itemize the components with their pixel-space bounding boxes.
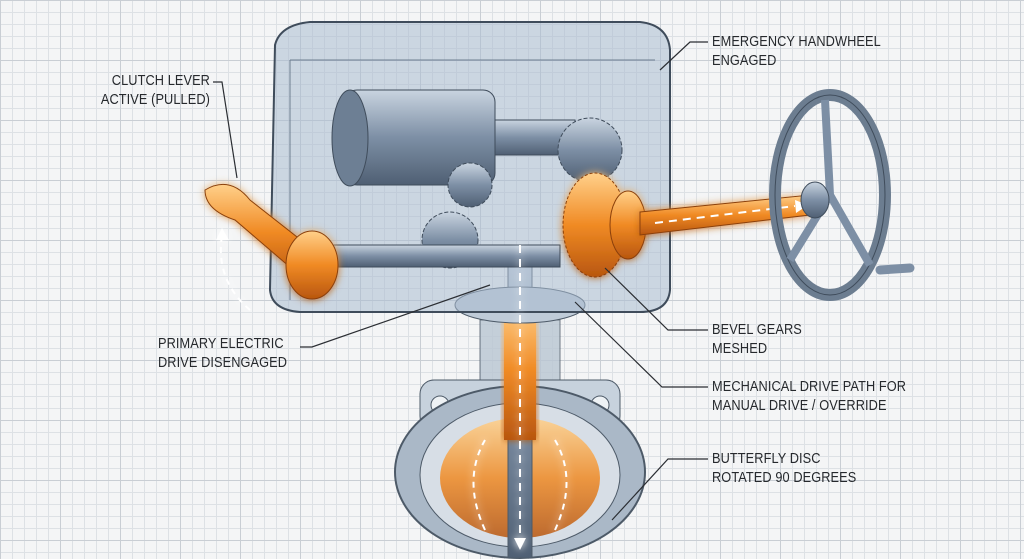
leader-lines — [213, 41, 708, 521]
label-emergency-handwheel: EMERGENCY HANDWHEEL ENGAGED — [712, 33, 881, 71]
label-line: MANUAL DRIVE / OVERRIDE — [712, 398, 887, 414]
label-bevel-gears: BEVEL GEARS MESHED — [712, 321, 802, 359]
label-line: ENGAGED — [712, 53, 777, 69]
label-line: BUTTERFLY DISC — [712, 451, 821, 467]
label-line: MECHANICAL DRIVE PATH FOR — [712, 379, 907, 395]
emergency-handwheel — [769, 89, 915, 301]
label-butterfly-disc: BUTTERFLY DISC ROTATED 90 DEGREES — [712, 450, 856, 488]
label-mechanical-path: MECHANICAL DRIVE PATH FOR MANUAL DRIVE /… — [712, 378, 906, 416]
label-clutch-lever: CLUTCH LEVER ACTIVE (PULLED) — [101, 72, 210, 110]
label-primary-drive: PRIMARY ELECTRIC DRIVE DISENGAGED — [158, 335, 287, 373]
label-line: BEVEL GEARS — [712, 322, 802, 338]
clutch-lever — [204, 183, 339, 311]
bevel-gears — [562, 172, 647, 278]
label-line: MESHED — [712, 341, 768, 357]
label-line: EMERGENCY HANDWHEEL — [712, 34, 881, 50]
label-line: CLUTCH LEVER — [111, 73, 210, 89]
label-line: ROTATED 90 DEGREES — [712, 470, 857, 486]
label-line: ACTIVE (PULLED) — [100, 92, 210, 108]
label-line: PRIMARY ELECTRIC — [158, 336, 284, 352]
label-line: DRIVE DISENGAGED — [158, 355, 288, 371]
